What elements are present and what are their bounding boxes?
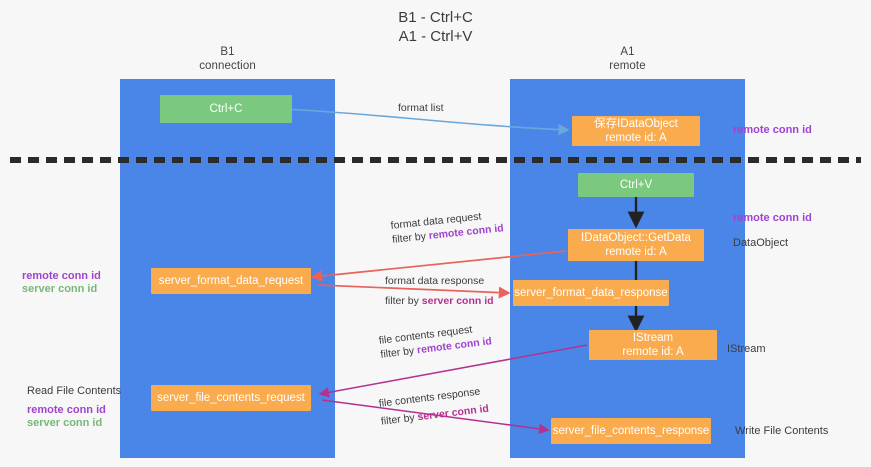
edge-label-format-data-request: format data request filter by remote con…: [390, 207, 504, 247]
label-left-server-conn-id: server conn id: [22, 283, 98, 295]
column-header-a1: A1 remote: [510, 45, 745, 73]
label-left-remote-conn-id: remote conn id: [22, 270, 101, 282]
column-header-b1-role: connection: [199, 60, 256, 72]
node-server-file-contents-response-label: server_file_contents_response: [552, 425, 710, 437]
node-ctrl-v-label: Ctrl+V: [619, 179, 653, 191]
title-line-2: A1 - Ctrl+V: [398, 28, 473, 45]
node-server-format-data-request-label: server_format_data_request: [158, 275, 304, 287]
node-server-file-contents-request[interactable]: server_file_contents_request: [151, 385, 311, 411]
edge-label-format-list: format list: [398, 102, 444, 114]
node-istream-line2: remote id: A: [622, 346, 684, 358]
node-server-file-contents-response[interactable]: server_file_contents_response: [551, 418, 711, 444]
node-idataobject-getdata-line1: IDataObject::GetData: [581, 232, 691, 244]
node-ctrl-c-label: Ctrl+C: [209, 103, 243, 115]
filter-key: server conn id: [421, 295, 494, 307]
node-idataobject-save-line1: 保存IDataObject: [594, 118, 678, 130]
label-write-file-contents: Write File Contents: [735, 425, 829, 437]
label-dataobject: DataObject: [733, 237, 789, 249]
column-header-a1-name: A1: [620, 46, 635, 58]
column-header-b1: B1 connection: [120, 45, 335, 73]
filter-prefix: filter by: [379, 344, 418, 361]
node-server-file-contents-request-label: server_file_contents_request: [157, 392, 305, 404]
node-server-format-data-response-label: server_format_data_response: [514, 287, 668, 299]
node-idataobject-save-line2: remote id: A: [605, 132, 667, 144]
edge-label-format-data-response-filter: filter by server conn id: [385, 294, 494, 308]
edge-label-file-contents-request: file contents request filter by remote c…: [378, 320, 493, 361]
node-idataobject-getdata-line2: remote id: A: [605, 246, 667, 258]
edge-label-format-data-response: format data response filter by server co…: [385, 274, 494, 308]
filter-key: server conn id: [416, 402, 490, 424]
node-istream-line1: IStream: [632, 332, 674, 344]
label-remote-conn-id-top: remote conn id: [733, 124, 812, 136]
label-left-server-conn-id-2: server conn id: [27, 417, 103, 429]
label-left-remote-conn-id-2: remote conn id: [27, 404, 106, 416]
edge-label-file-contents-response: file contents response filter by server …: [378, 384, 490, 429]
filter-prefix: filter by: [380, 411, 419, 428]
node-server-format-data-request[interactable]: server_format_data_request: [151, 268, 311, 294]
filter-prefix: filter by: [385, 295, 422, 307]
node-ctrl-c[interactable]: Ctrl+C: [160, 95, 292, 123]
column-header-b1-name: B1: [220, 46, 235, 58]
label-istream: IStream: [727, 343, 766, 355]
node-istream[interactable]: IStream remote id: A: [589, 330, 717, 360]
column-header-a1-role: remote: [609, 60, 646, 72]
node-ctrl-v[interactable]: Ctrl+V: [578, 173, 694, 197]
title-line-1: B1 - Ctrl+C: [398, 9, 473, 26]
node-idataobject-getdata[interactable]: IDataObject::GetData remote id: A: [568, 229, 704, 261]
label-read-file-contents: Read File Contents: [27, 385, 122, 397]
label-remote-conn-id-mid: remote conn id: [733, 212, 812, 224]
node-server-format-data-response[interactable]: server_format_data_response: [513, 280, 669, 306]
node-idataobject-save[interactable]: 保存IDataObject remote id: A: [572, 116, 700, 146]
page-title: B1 - Ctrl+C A1 - Ctrl+V: [0, 8, 871, 46]
filter-prefix: filter by: [391, 230, 430, 246]
edge-label-format-data-response-text: format data response: [385, 275, 485, 287]
